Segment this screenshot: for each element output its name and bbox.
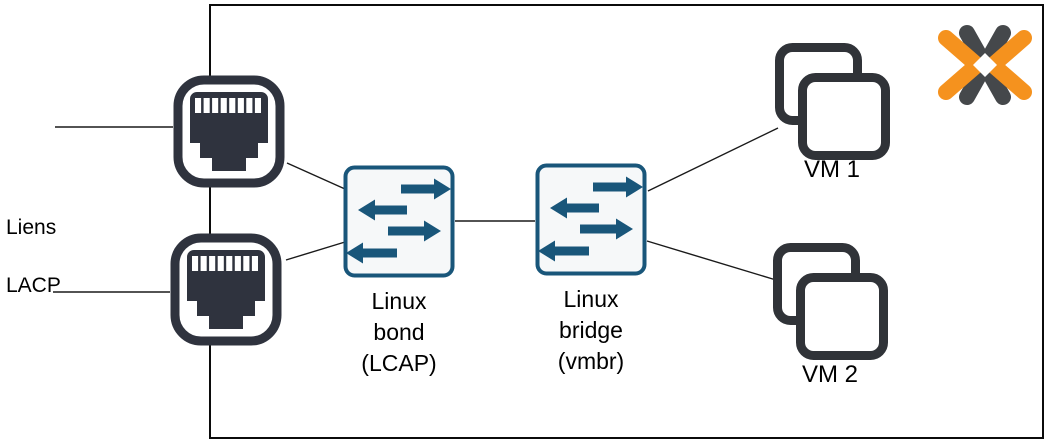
bridge-switch-icon <box>535 163 647 276</box>
ethernet-port-1-icon <box>173 75 285 188</box>
bond-label: Linux bond (LCAP) <box>361 288 437 376</box>
vm2-label: VM 2 <box>801 361 858 388</box>
vm1-label: VM 1 <box>803 156 860 183</box>
bridge-label: Linux bridge (vmbr) <box>557 286 625 374</box>
port2-to-bond-line <box>285 241 346 261</box>
lacp-links-label-line2: LACP <box>6 274 61 297</box>
proxmox-logo-icon <box>937 23 1033 107</box>
lacp-links-label-line1: Liens <box>6 216 57 239</box>
host-boundary-box <box>209 4 1044 439</box>
bridge-to-vm2-line <box>646 240 777 281</box>
bond-switch-icon <box>343 165 455 278</box>
ethernet-port-2-icon <box>170 233 282 346</box>
bridge-to-vm1-line <box>647 127 779 192</box>
lacp-links-label: Liens LACP <box>6 184 61 329</box>
vm2-icon <box>769 239 892 364</box>
vm1-icon <box>771 39 894 164</box>
port1-to-bond-line <box>286 162 346 190</box>
